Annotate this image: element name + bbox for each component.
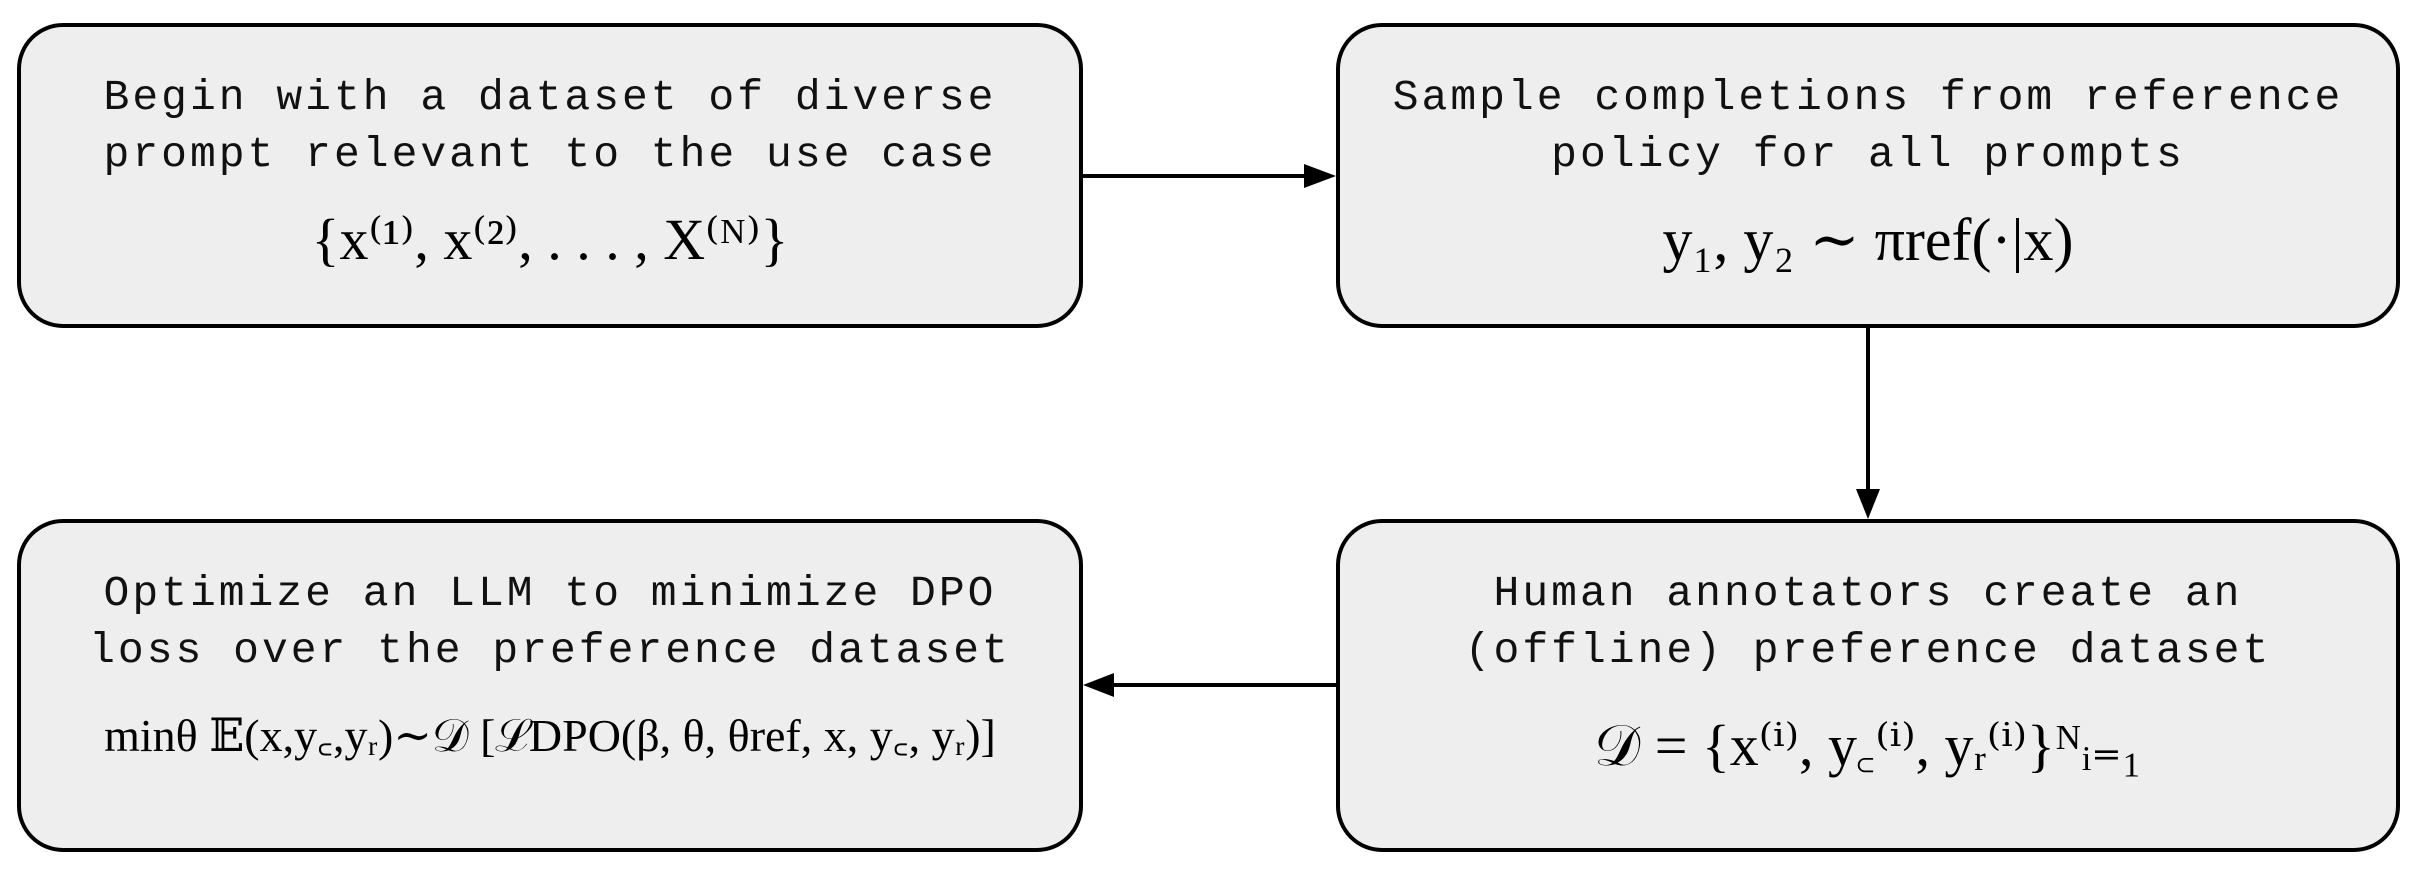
arrow-top-right-to-bottom-right [1856,328,1880,519]
step-description: Optimize an LLM to minimize DPO loss ove… [89,569,1011,675]
step-formula: 𝒟 = {x⁽ⁱ⁾, y꜀⁽ⁱ⁾, yᵣ⁽ⁱ⁾}ᴺᵢ₌₁ [1593,713,2143,778]
step-description: Begin with a dataset of diverse prompt r… [103,73,997,179]
step-formula: minθ 𝔼(x,y꜀,yᵣ)∼𝒟 [ℒDPO(β, θ, θref, x, y… [104,710,996,761]
arrow-top-left-to-top-right [1083,164,1336,188]
step-box-sample-completions: Sample completions from reference policy… [1336,23,2400,328]
step-box-optimize-llm: Optimize an LLM to minimize DPO loss ove… [17,519,1083,852]
step-formula: {x⁽¹⁾, x⁽²⁾, . . . , X⁽ᴺ⁾} [311,207,789,272]
arrow-bottom-right-to-bottom-left [1083,673,1336,697]
step-formula: y₁, y₂ ∼ πref(·|x) [1662,207,2074,273]
step-box-dataset: Begin with a dataset of diverse prompt r… [17,23,1083,328]
step-description: Human annotators create an (offline) pre… [1464,569,2272,675]
step-description: Sample completions from reference policy… [1392,73,2344,179]
step-box-preference-dataset: Human annotators create an (offline) pre… [1336,519,2400,852]
